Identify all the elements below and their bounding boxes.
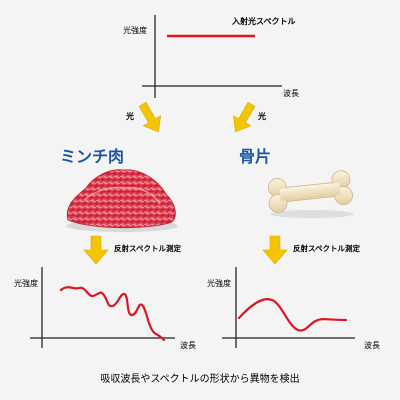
meat-spectrum-graph: 光強度 波長 bbox=[14, 267, 196, 350]
top-y-label: 光強度 bbox=[123, 25, 147, 35]
top-x-label: 波長 bbox=[283, 88, 299, 98]
meat-spectrum-line bbox=[59, 286, 166, 342]
light-label-right: 光 bbox=[257, 111, 266, 121]
bone-fragment-label: 骨片 bbox=[239, 147, 271, 166]
light-label-left: 光 bbox=[125, 111, 134, 121]
measure-label-left: 反射スペクトル測定 bbox=[114, 243, 181, 253]
caption: 吸収波長やスペクトルの形状から異物を検出 bbox=[100, 372, 299, 385]
bone-spectrum-graph: 光強度 波長 bbox=[207, 267, 380, 350]
arrow-down-icon bbox=[138, 101, 162, 133]
left-x-label: 波長 bbox=[180, 340, 196, 350]
bone-illustration bbox=[267, 170, 354, 218]
minced-meat-label: ミンチ肉 bbox=[60, 147, 124, 166]
arrow-down-icon bbox=[83, 235, 109, 265]
right-x-label: 波長 bbox=[364, 340, 380, 350]
minced-meat-illustration bbox=[66, 169, 178, 232]
right-y-label: 光強度 bbox=[207, 278, 231, 288]
meat-mound bbox=[66, 169, 176, 229]
light-arrow-right: 光 bbox=[232, 101, 266, 133]
measure-label-right: 反射スペクトル測定 bbox=[293, 243, 360, 253]
measure-arrow-right: 反射スペクトル測定 bbox=[262, 235, 360, 265]
top-spectrum-graph: 光強度 波長 入射光スペクトル bbox=[123, 15, 299, 98]
measure-arrow-left: 反射スペクトル測定 bbox=[83, 235, 181, 265]
light-arrow-left: 光 bbox=[125, 101, 162, 133]
bone-spectrum-line bbox=[237, 298, 348, 332]
incident-spectrum-label: 入射光スペクトル bbox=[231, 16, 295, 26]
meat-highlight bbox=[83, 186, 161, 205]
arrow-down-icon bbox=[232, 101, 256, 133]
bone-shadow bbox=[270, 210, 354, 218]
left-y-label: 光強度 bbox=[14, 278, 38, 288]
arrow-down-icon bbox=[262, 235, 288, 265]
